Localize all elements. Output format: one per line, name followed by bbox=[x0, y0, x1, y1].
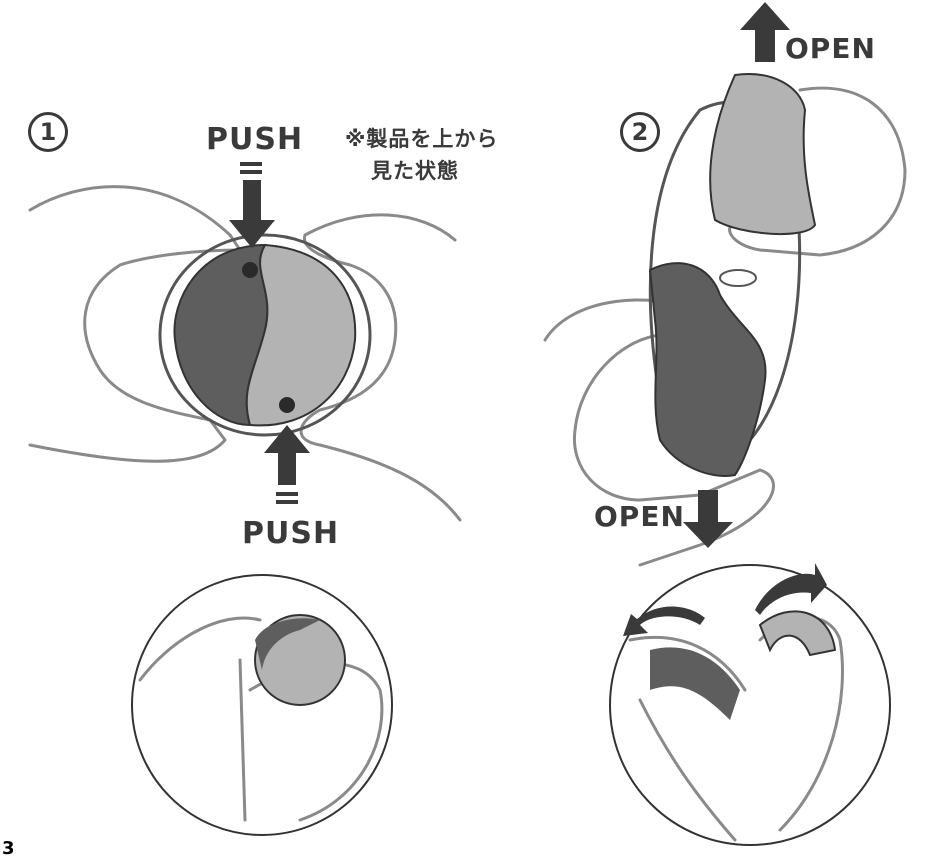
push-point-bottom bbox=[279, 397, 295, 413]
detail-right-dark-part bbox=[650, 647, 740, 720]
rotate-arrow-right bbox=[755, 563, 827, 615]
push-point-top bbox=[242, 262, 258, 278]
left-hand-outline bbox=[28, 185, 242, 463]
push-label-bottom: PUSH bbox=[242, 516, 340, 551]
page-number: 3 bbox=[2, 838, 16, 859]
device-light-half bbox=[245, 243, 357, 427]
note-text: ※製品を上から 見た状態 bbox=[345, 123, 498, 187]
step2-light-shell bbox=[709, 73, 817, 235]
push-arrow-up bbox=[264, 425, 310, 485]
right-hand-outline bbox=[299, 213, 462, 522]
push-mark-bottom bbox=[276, 492, 298, 496]
push-mark-bottom bbox=[276, 500, 298, 504]
step-1-number: 1 bbox=[28, 112, 68, 152]
push-mark-top bbox=[240, 162, 262, 166]
step2-upper-hand bbox=[728, 86, 907, 257]
push-mark-top bbox=[240, 170, 262, 174]
open-arrow-down bbox=[683, 490, 733, 548]
step-2-number: 2 bbox=[620, 112, 660, 152]
detail-right-light-part bbox=[758, 610, 837, 657]
note-line-2: 見た状態 bbox=[371, 159, 459, 183]
detail-circle-right bbox=[609, 564, 891, 846]
open-arrow-up bbox=[740, 2, 790, 62]
step2-dark-shell bbox=[648, 262, 767, 477]
detail-circle-left bbox=[131, 574, 393, 836]
device-ring bbox=[158, 233, 372, 437]
rotate-arrow-left bbox=[623, 606, 705, 636]
open-label-bottom: OPEN bbox=[594, 500, 685, 533]
note-line-1: ※製品を上から bbox=[345, 127, 499, 151]
open-label-top: OPEN bbox=[785, 32, 876, 65]
push-arrow-down bbox=[229, 180, 275, 248]
detail-left-dark-part bbox=[255, 618, 320, 670]
step2-device-opening bbox=[719, 269, 757, 287]
push-label-top: PUSH bbox=[206, 122, 304, 157]
